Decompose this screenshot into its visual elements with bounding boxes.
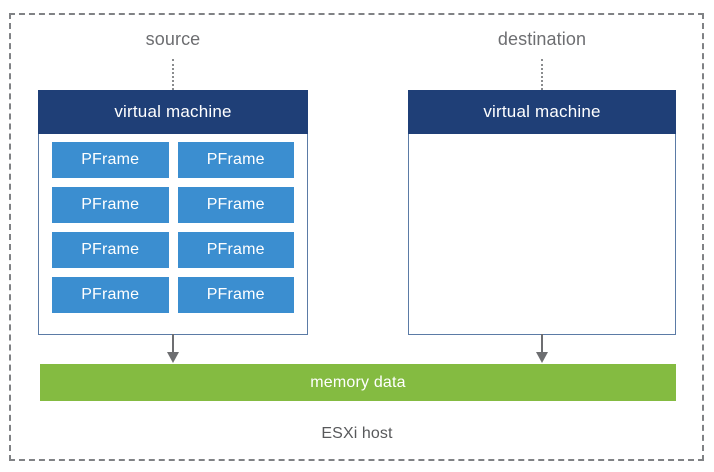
caption-destination: destination — [497, 29, 587, 49]
pframe-block[interactable]: PFrame — [177, 187, 294, 223]
arrow-shaft — [541, 334, 543, 354]
vm-body-destination — [408, 134, 676, 335]
arrow-down-icon-source — [166, 334, 180, 363]
pframe-grid-source: PFrame PFrame PFrame PFrame PFrame PFram… — [52, 142, 294, 313]
virtual-machine-source[interactable]: virtual machine PFrame PFrame PFrame PFr… — [38, 90, 308, 335]
vm-body-source: PFrame PFrame PFrame PFrame PFrame PFram… — [38, 134, 308, 335]
pframe-block[interactable]: PFrame — [52, 187, 169, 223]
vm-header-source: virtual machine — [38, 90, 308, 134]
vm-header-destination: virtual machine — [408, 90, 676, 134]
arrow-head — [167, 352, 179, 363]
leader-line-destination — [541, 59, 543, 90]
pframe-block[interactable]: PFrame — [177, 232, 294, 268]
virtual-machine-destination[interactable]: virtual machine — [408, 90, 676, 335]
pframe-block[interactable]: PFrame — [52, 232, 169, 268]
memory-data-bar[interactable]: memory data — [40, 364, 676, 401]
arrow-shaft — [172, 334, 174, 354]
esxi-host-boundary — [9, 13, 704, 461]
leader-line-source — [172, 59, 174, 90]
pframe-block[interactable]: PFrame — [177, 277, 294, 313]
arrow-head — [536, 352, 548, 363]
esxi-host-label: ESXi host — [321, 425, 393, 442]
pframe-block[interactable]: PFrame — [52, 277, 169, 313]
caption-source: source — [145, 29, 201, 49]
arrow-down-icon-destination — [535, 334, 549, 363]
pframe-block[interactable]: PFrame — [177, 142, 294, 178]
pframe-block[interactable]: PFrame — [52, 142, 169, 178]
